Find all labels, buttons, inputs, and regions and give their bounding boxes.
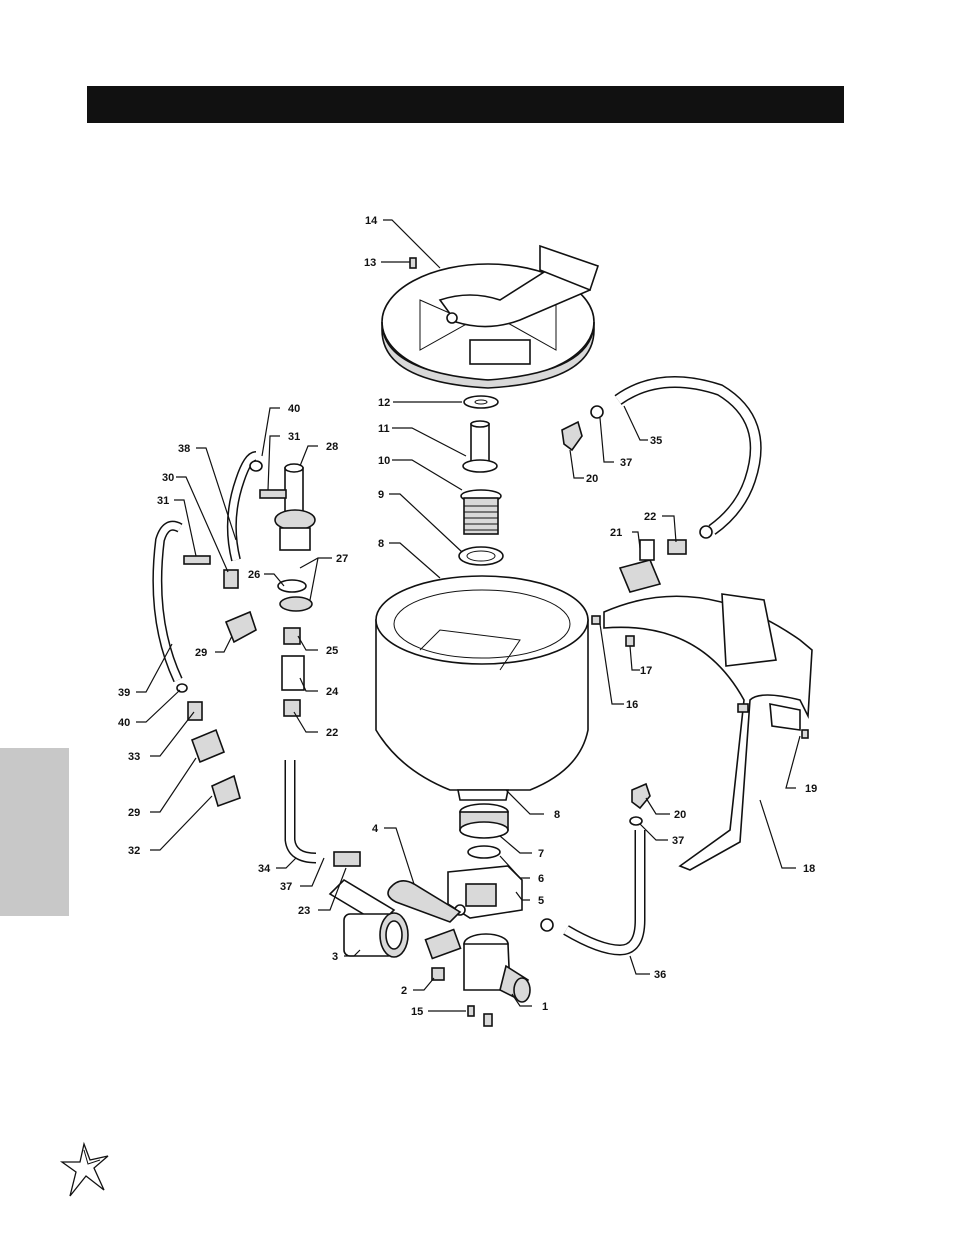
- part-screw-15: [467, 1005, 475, 1017]
- callout-16: 16: [626, 699, 638, 711]
- part-handle-4: [387, 880, 462, 923]
- callout-31-lower: 31: [157, 495, 169, 507]
- callout-8-top: 8: [378, 538, 384, 550]
- part-tube-11: [462, 420, 498, 473]
- part-screw-17: [625, 635, 635, 647]
- part-strainer-10: [460, 489, 502, 535]
- callout-29-upper: 29: [195, 647, 207, 659]
- part-tank-8: [375, 575, 589, 801]
- part-screw-19: [801, 729, 809, 739]
- side-tab: [0, 748, 69, 916]
- callout-15: 15: [411, 1006, 423, 1018]
- callout-10: 10: [378, 455, 390, 467]
- callout-38: 38: [178, 443, 190, 455]
- callout-28: 28: [326, 441, 338, 453]
- part-tee-31-upper: [259, 489, 287, 499]
- part-fitting-23: [333, 851, 361, 867]
- part-lid: [381, 244, 600, 389]
- callout-30: 30: [162, 472, 174, 484]
- title-bar: [87, 86, 844, 123]
- star-logo-icon: [59, 1141, 109, 1197]
- callout-20-top: 20: [586, 473, 598, 485]
- part-elbow-20: [631, 782, 651, 810]
- callout-18: 18: [803, 863, 815, 875]
- part-fitting-30: [223, 569, 239, 589]
- callout-32: 32: [128, 845, 140, 857]
- callout-11: 11: [378, 423, 390, 435]
- callout-22-right: 22: [644, 511, 656, 523]
- callout-40-upper: 40: [288, 403, 300, 415]
- callout-37-left: 37: [280, 881, 292, 893]
- callout-13: 13: [364, 257, 376, 269]
- part-nut-7: [459, 803, 509, 839]
- callout-2: 2: [401, 985, 407, 997]
- callout-33: 33: [128, 751, 140, 763]
- part-screw-13: [409, 257, 417, 269]
- callout-12: 12: [378, 397, 390, 409]
- part-elbow-20-top: [561, 420, 583, 452]
- callout-19: 19: [805, 783, 817, 795]
- callout-17: 17: [640, 665, 652, 677]
- part-valve-29-lower: [190, 728, 226, 764]
- callout-21: 21: [610, 527, 622, 539]
- part-valve-29-upper: [224, 610, 257, 644]
- callout-4: 4: [372, 823, 379, 835]
- callout-9: 9: [378, 489, 384, 501]
- callout-26: 26: [248, 569, 260, 581]
- part-tee-31-lower: [183, 555, 211, 565]
- part-gasket-9: [458, 546, 504, 566]
- part-clamp-37: [629, 816, 643, 826]
- part-tee-1: [424, 928, 531, 1003]
- part-oring-6: [467, 845, 501, 859]
- callout-7: 7: [538, 848, 544, 860]
- callout-40-lower: 40: [118, 717, 130, 729]
- callout-22-left: 22: [326, 727, 338, 739]
- part-tube-28: [284, 463, 304, 513]
- callout-27: 27: [336, 553, 348, 565]
- part-screw-16: [591, 615, 601, 625]
- callout-8-bottom: 8: [554, 809, 560, 821]
- part-plug-2: [431, 967, 445, 981]
- part-elbow-32: [211, 774, 241, 808]
- callout-6: 6: [538, 873, 544, 885]
- callout-labels: 14 13 12 11 10 9 8 8 7 6 5 4 3 2 1 15 16…: [118, 215, 817, 1018]
- leader-lines: [136, 219, 801, 1012]
- callout-29-lower: 29: [128, 807, 140, 819]
- callout-37-top: 37: [620, 457, 632, 469]
- callout-35: 35: [650, 435, 662, 447]
- callout-31-upper: 31: [288, 431, 300, 443]
- part-fittings-25-24-22: [281, 627, 305, 717]
- callout-24: 24: [326, 686, 339, 698]
- callout-37-right: 37: [672, 835, 684, 847]
- callout-34: 34: [258, 863, 271, 875]
- part-bracket-18: [603, 593, 813, 871]
- part-valve-21: [618, 539, 687, 593]
- part-washer-12: [463, 395, 499, 409]
- callout-36: 36: [654, 969, 666, 981]
- callout-5: 5: [538, 895, 544, 907]
- callout-23: 23: [298, 905, 310, 917]
- callout-3: 3: [332, 951, 338, 963]
- callout-25: 25: [326, 645, 338, 657]
- callout-1: 1: [542, 1001, 548, 1013]
- part-knob-assembly: [274, 509, 316, 612]
- callout-39: 39: [118, 687, 130, 699]
- part-valve-body-5: [447, 865, 523, 919]
- callout-14: 14: [365, 215, 378, 227]
- part-union-valve-3: [328, 878, 409, 958]
- callout-20-bottom: 20: [674, 809, 686, 821]
